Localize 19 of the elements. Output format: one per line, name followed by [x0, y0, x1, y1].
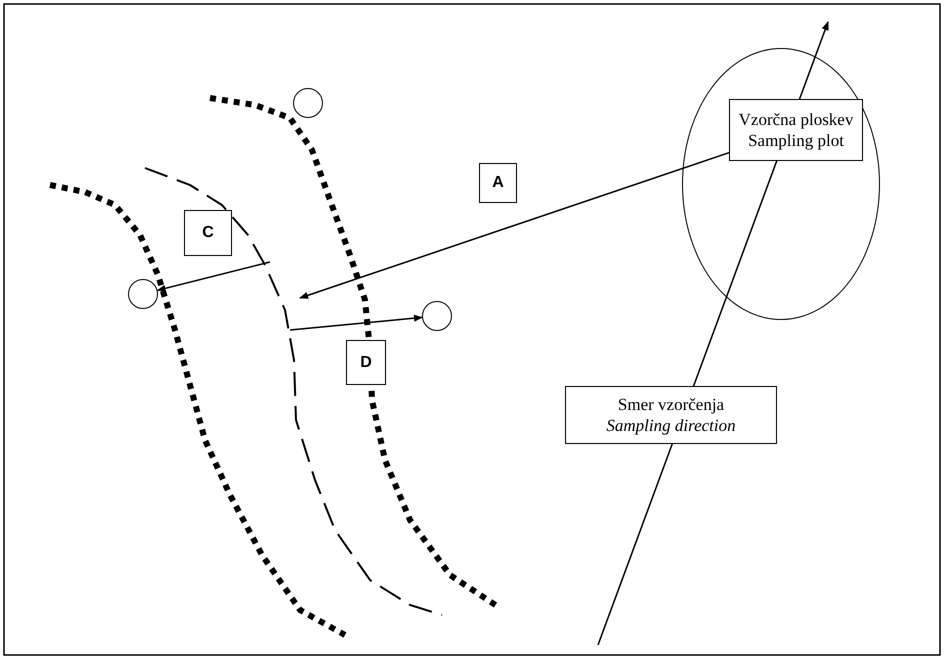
letter-box — [184, 210, 232, 256]
arrow — [156, 261, 270, 292]
sampling-plot-circle — [682, 48, 880, 320]
label-box — [565, 386, 777, 444]
letter-label: D — [360, 352, 372, 372]
letter-box — [346, 340, 386, 385]
small-circle — [293, 88, 323, 118]
small-circle — [128, 279, 158, 309]
letter-label: A — [492, 173, 504, 193]
arrow — [299, 152, 730, 299]
text-line: Vzorčna ploskev — [738, 108, 854, 130]
letter-label: C — [202, 223, 214, 243]
letter-box — [479, 163, 517, 203]
label-box — [729, 99, 863, 161]
text-line: Sampling plot — [748, 130, 844, 152]
text-line: Smer vzorčenja — [618, 394, 724, 415]
small-circle — [422, 301, 452, 331]
arrow — [290, 314, 423, 331]
text-line: Sampling direction — [606, 415, 736, 436]
